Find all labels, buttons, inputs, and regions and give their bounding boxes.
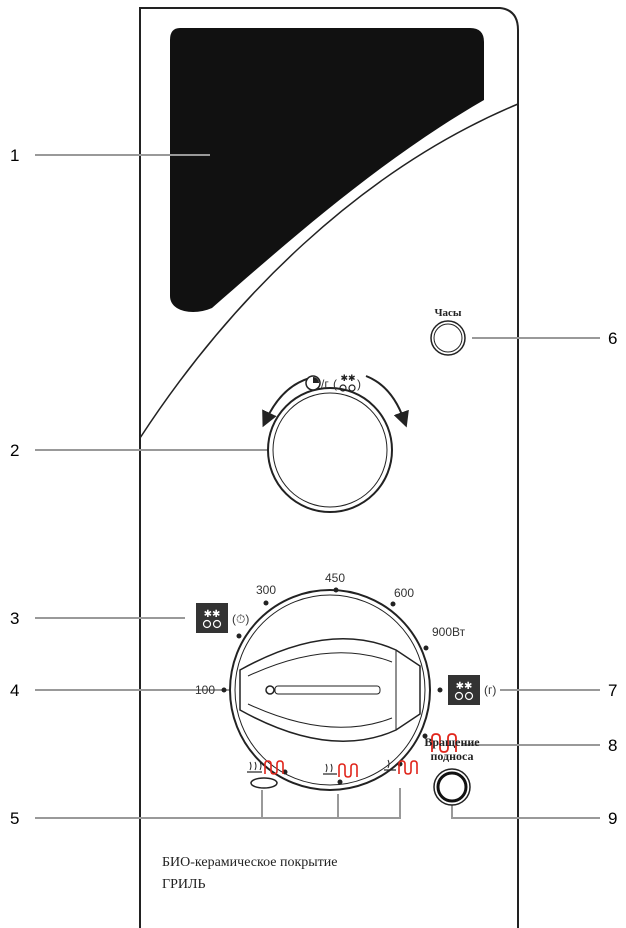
rotate-left-arrow-icon: [262, 377, 311, 428]
clock-icon: [305, 375, 321, 391]
svg-text:✱✱: ✱✱: [456, 681, 473, 692]
power-mark-600: 600: [394, 586, 414, 600]
power-mark-450: 450: [325, 571, 345, 585]
panel-diagonal-curve: [139, 103, 519, 439]
defrost-paren-close: ): [357, 377, 361, 391]
time-weight-knob[interactable]: [267, 387, 393, 513]
callout-9: 9: [608, 809, 617, 828]
time-weight-symbol-text: /г: [321, 377, 329, 391]
turntable-button-label-line2: подноса: [430, 749, 473, 763]
power-mode-dial[interactable]: [229, 589, 431, 791]
combi-grill-icon-1: [323, 763, 358, 778]
power-mark-300: 300: [256, 583, 276, 597]
display-window: [170, 28, 484, 312]
defrost-weight-suffix: (г): [484, 683, 496, 697]
power-mark-900: 900Вт: [432, 625, 466, 639]
grill-icon: [431, 733, 457, 753]
callout-7: 7: [608, 681, 617, 700]
defrost-icon: ✱✱: [339, 373, 356, 392]
svg-text:✱✱: ✱✱: [340, 373, 355, 383]
rotate-right-arrow-icon: [365, 375, 409, 428]
panel-outline: [139, 7, 519, 928]
clock-button-label: Часы: [434, 307, 461, 319]
callout-6: 6: [608, 329, 617, 348]
svg-text:✱✱: ✱✱: [204, 609, 221, 620]
leader-9: [451, 788, 600, 819]
defrost-weight-icon: ✱✱: [448, 675, 480, 705]
combi-grill-turntable-icon: [247, 760, 284, 789]
callout-3: 3: [10, 609, 19, 628]
caption-line2: ГРИЛЬ: [162, 877, 206, 892]
defrost-paren-open: (: [333, 377, 337, 391]
callout-5: 5: [10, 809, 19, 828]
callout-2: 2: [10, 441, 19, 460]
leader-5: [35, 788, 401, 819]
combi-grill-icon-2: [384, 759, 418, 775]
callout-4: 4: [10, 681, 19, 700]
defrost-time-icon: ✱✱: [196, 603, 228, 633]
callout-1: 1: [10, 146, 19, 165]
callout-8: 8: [608, 736, 617, 755]
clock-button[interactable]: [430, 320, 466, 356]
turntable-button-label-line1: Вращение: [424, 735, 480, 749]
defrost-time-suffix: (⏱): [232, 612, 249, 626]
turntable-button[interactable]: [433, 768, 471, 806]
power-mark-100: 100: [195, 683, 215, 697]
caption-line1: БИО-керамическое покрытие: [162, 855, 337, 870]
